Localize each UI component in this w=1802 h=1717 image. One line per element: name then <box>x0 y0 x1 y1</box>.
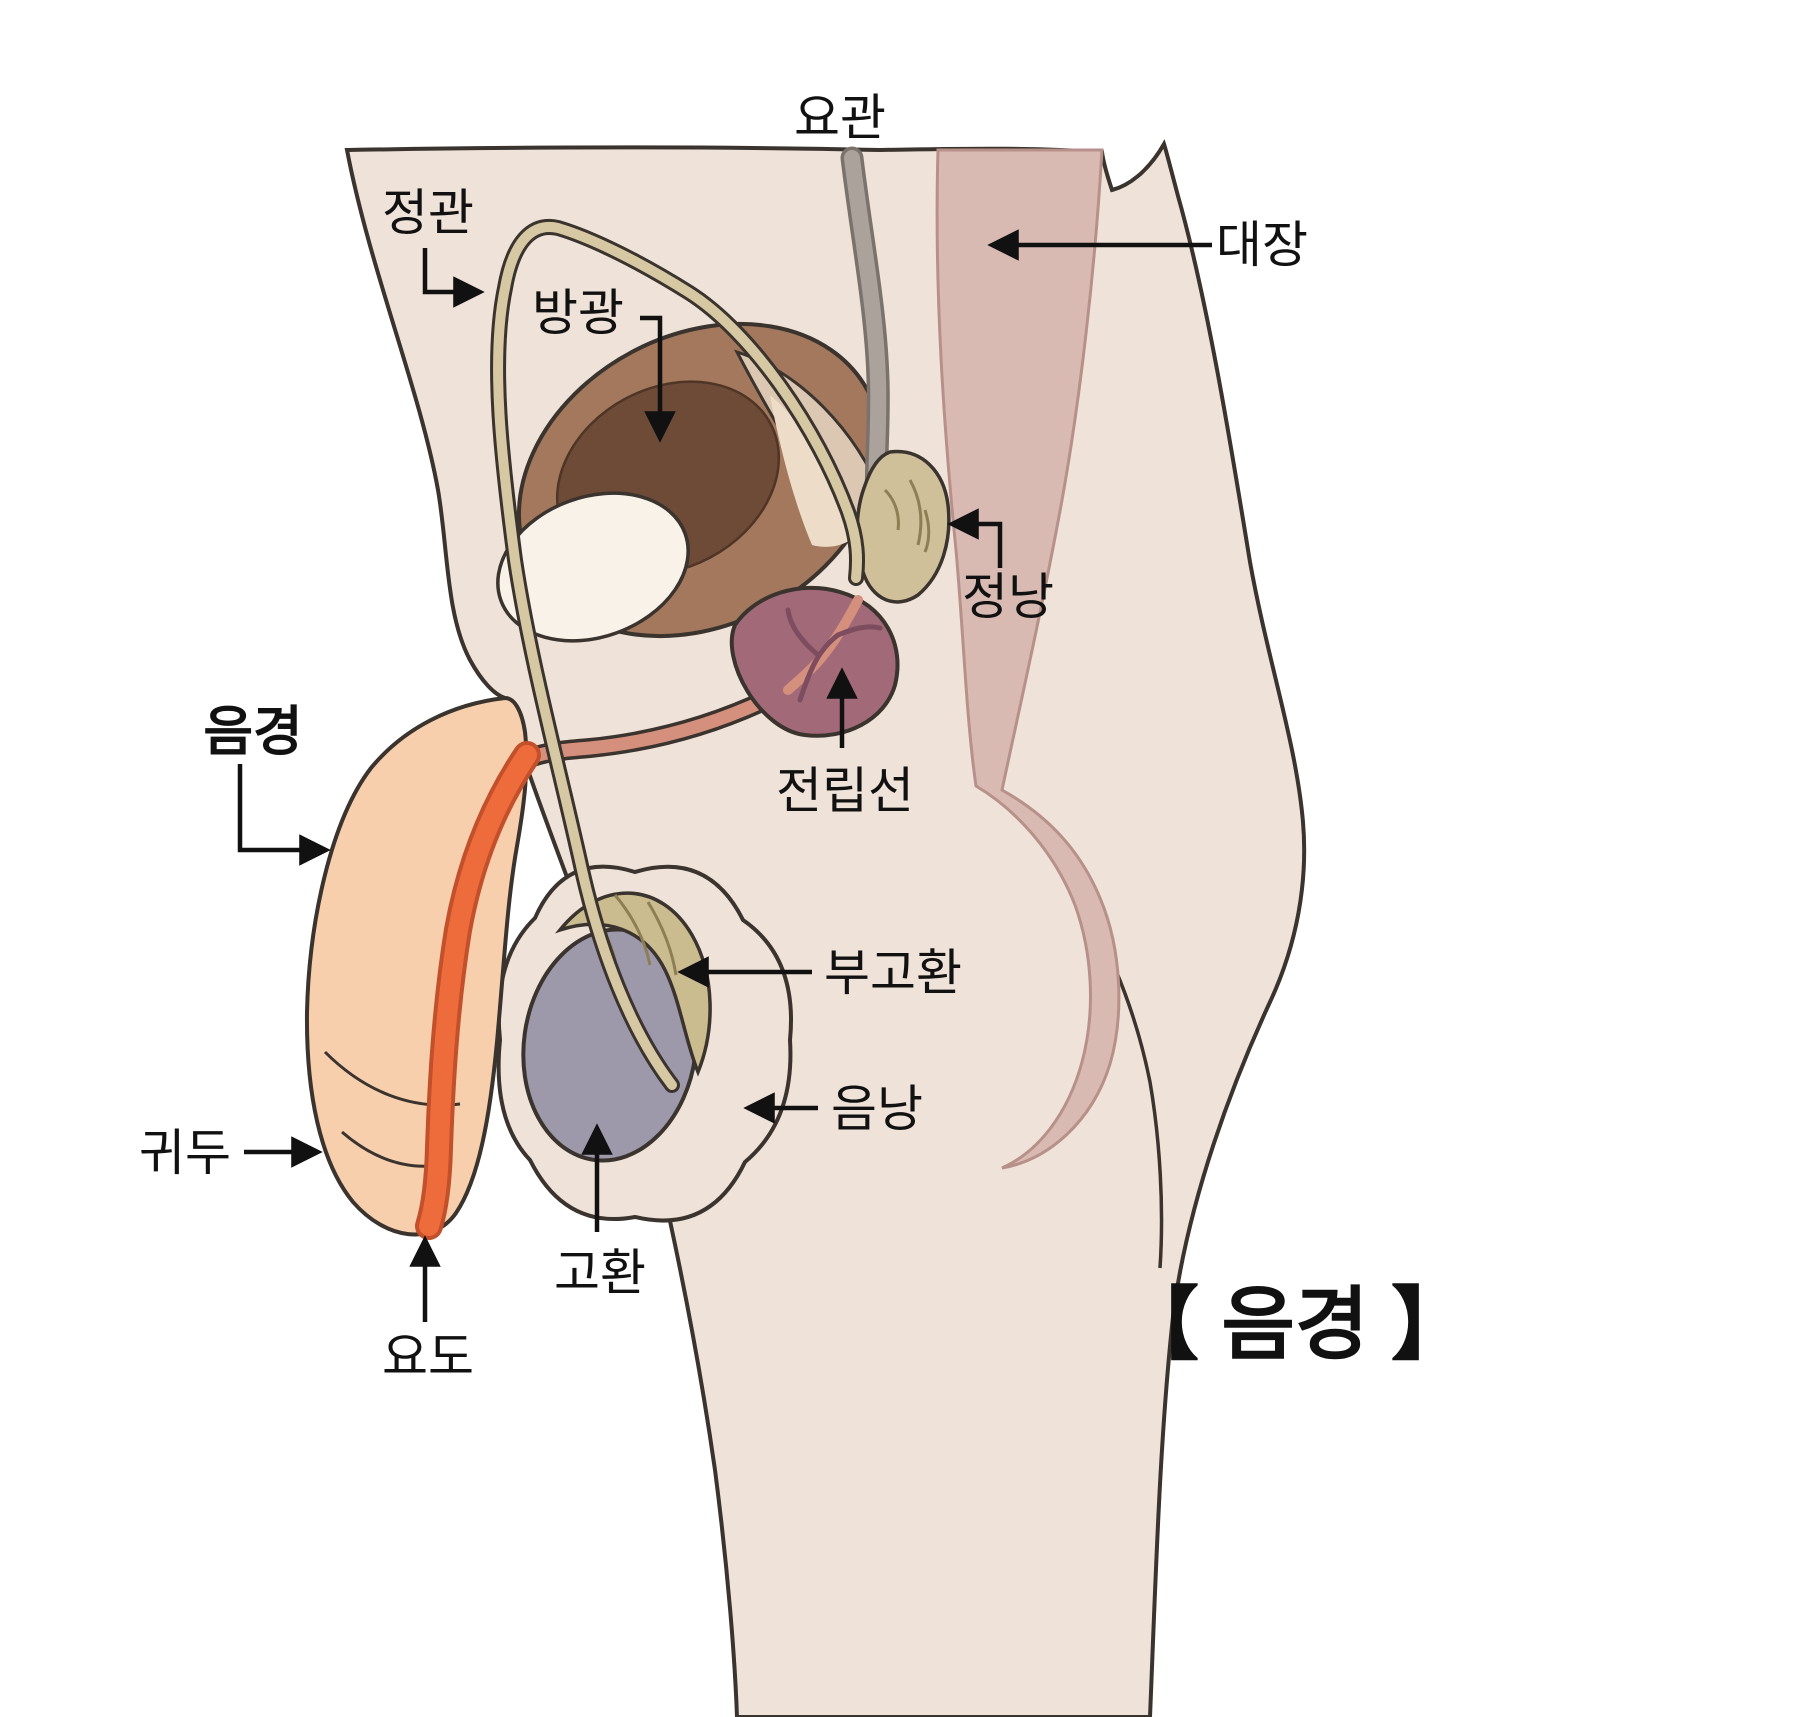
figure-title: 【 음경 】 <box>1119 1280 1471 1369</box>
penile-urethra-stripe <box>419 745 537 1236</box>
label-scrotum: 음낭 <box>831 1081 923 1137</box>
label-prostate: 전립선 <box>776 763 914 819</box>
label-penis: 음경 <box>203 702 302 762</box>
arrow-penis <box>237 764 331 866</box>
label-seminal-vesicle: 정낭 <box>962 569 1054 625</box>
label-urethra: 요도 <box>382 1329 474 1385</box>
pelvic-bone-shape <box>496 491 690 643</box>
label-bladder: 방광 <box>532 285 624 341</box>
vas-deferens-tube <box>493 222 863 1090</box>
label-ureter: 요관 <box>794 90 886 146</box>
label-vas-deferens: 정관 <box>382 185 474 241</box>
colon-shape <box>935 148 1121 1170</box>
seminal-vesicle-fold-lines <box>883 479 931 553</box>
label-testis: 고환 <box>554 1245 646 1301</box>
prostate-branch-lines <box>785 607 883 703</box>
seminal-vesicle-shape <box>855 449 951 604</box>
arrow-bladder <box>640 315 676 443</box>
arrow-seminal-vesicle <box>947 508 1003 568</box>
arrow-vas-deferens <box>422 248 485 308</box>
label-glans: 귀두 <box>139 1125 231 1181</box>
penis-shape <box>304 695 529 1237</box>
label-epididymis: 부고환 <box>824 945 962 1001</box>
label-colon: 대장 <box>1216 217 1308 273</box>
